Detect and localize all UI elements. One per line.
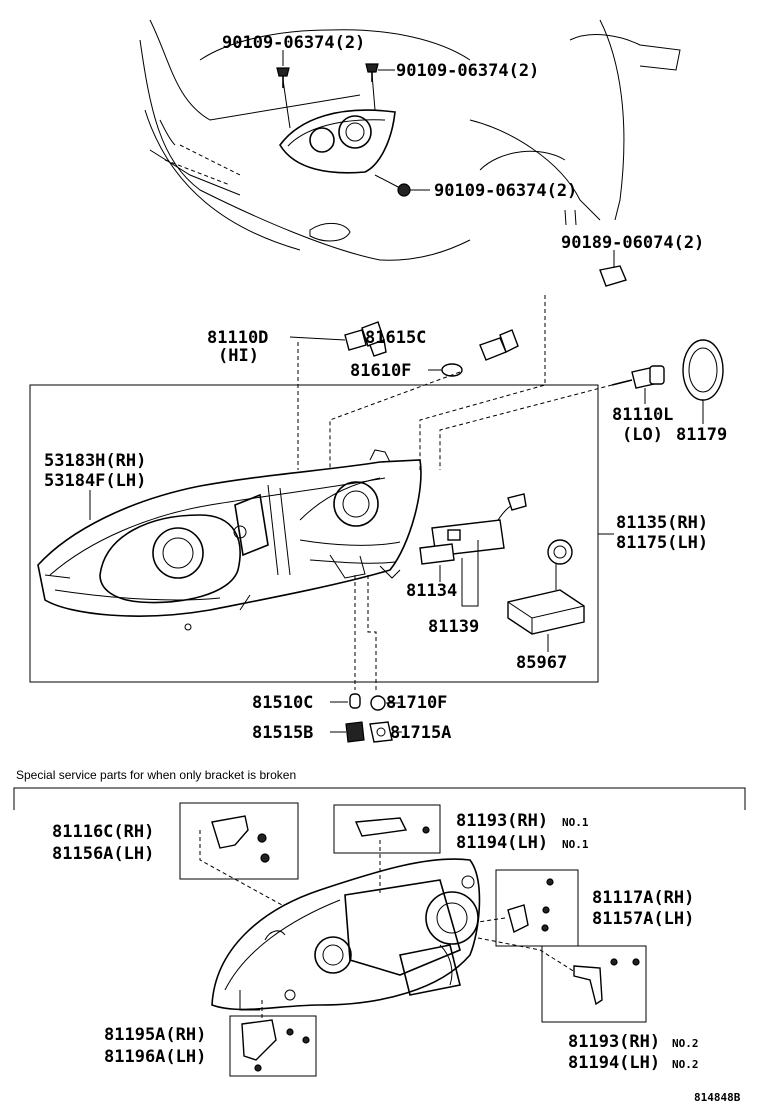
label-unit-rh: 81135(RH)	[616, 513, 708, 533]
ballast-icon	[507, 539, 585, 635]
label-b1-rh: 81116C(RH)	[52, 822, 154, 842]
socket-icon	[369, 721, 393, 743]
label-socket: 81615C	[365, 328, 426, 348]
bracket-section-bracket	[13, 787, 746, 810]
bracket-box-1	[179, 802, 299, 880]
headlamp-rear-illustration	[211, 858, 481, 1011]
bracket-5-icon	[241, 1019, 310, 1072]
cap-icon	[682, 339, 724, 401]
label-clip: 90189-06074(2)	[561, 233, 704, 253]
label-lamp-lh: 53184F(LH)	[44, 471, 146, 491]
bolt-icon	[276, 67, 290, 88]
label-81515b: 81515B	[252, 723, 313, 743]
label-81510c: 81510C	[252, 693, 313, 713]
label-bolt-mid: 90109-06374(2)	[434, 181, 577, 201]
bulb-lo-icon	[611, 365, 665, 389]
label-b2-rh: 81193(RH)	[456, 811, 548, 831]
label-81134: 81134	[406, 581, 457, 601]
socket-icon	[345, 721, 365, 743]
label-81710f: 81710F	[386, 693, 447, 713]
label-b2-lh-no: NO.1	[562, 838, 589, 851]
label-bulb-lo: 81110L	[612, 405, 673, 425]
label-b4-rh: 81193(RH)	[568, 1032, 660, 1052]
label-b4-lh-no: NO.2	[672, 1058, 699, 1071]
bracket-1-icon	[211, 815, 270, 863]
label-bulb-hi: 81110D	[207, 328, 268, 348]
resistor-module-icon	[419, 493, 527, 565]
bracket-2-icon	[354, 817, 430, 837]
label-lamp-rh: 53183H(RH)	[44, 451, 146, 471]
bracket-box-2	[333, 804, 441, 854]
label-bolt-top-left: 90109-06374(2)	[222, 33, 365, 53]
label-b3-lh: 81157A(LH)	[592, 909, 694, 929]
bolt-icon	[397, 183, 430, 197]
bracket-4-icon	[573, 958, 640, 1006]
bulb-hi-icon	[344, 321, 387, 357]
bracket-box-4	[541, 945, 647, 1023]
label-b3-rh: 81117A(RH)	[592, 888, 694, 908]
label-bolt-top-right: 90109-06374(2)	[396, 61, 539, 81]
label-b1-lh: 81156A(LH)	[52, 844, 154, 864]
wedge-bulb-icon	[349, 693, 361, 709]
label-85967: 85967	[516, 653, 567, 673]
socket-icon	[479, 329, 519, 361]
label-81715a: 81715A	[390, 723, 451, 743]
label-wedge-bulb: 81610F	[350, 361, 411, 381]
label-b4-rh-no: NO.2	[672, 1037, 699, 1050]
clip-icon	[599, 258, 627, 287]
bracket-box-5	[229, 1015, 317, 1077]
label-b2-rh-no: NO.1	[562, 816, 589, 829]
label-unit-lh: 81175(LH)	[616, 533, 708, 553]
label-81139: 81139	[428, 617, 479, 637]
figure-id: 814848B	[694, 1091, 741, 1104]
bolt-icon	[365, 63, 379, 82]
bracket-box-3	[495, 869, 579, 947]
label-bulb-lo-note: (LO)	[622, 425, 663, 445]
bracket-section-note: Special service parts for when only brac…	[16, 768, 296, 782]
headlamp-unit-illustration	[37, 449, 422, 631]
label-b4-lh: 81194(LH)	[568, 1053, 660, 1073]
label-bulb-hi-note: (HI)	[218, 346, 259, 366]
wedge-bulb-icon	[370, 695, 386, 711]
bracket-3-icon	[507, 878, 554, 934]
label-b2-lh: 81194(LH)	[456, 833, 548, 853]
label-b5-rh: 81195A(RH)	[104, 1025, 206, 1045]
label-b5-lh: 81196A(LH)	[104, 1047, 206, 1067]
label-cap: 81179	[676, 425, 727, 445]
car-front-illustration	[139, 19, 681, 261]
wedge-bulb-icon	[441, 363, 463, 377]
